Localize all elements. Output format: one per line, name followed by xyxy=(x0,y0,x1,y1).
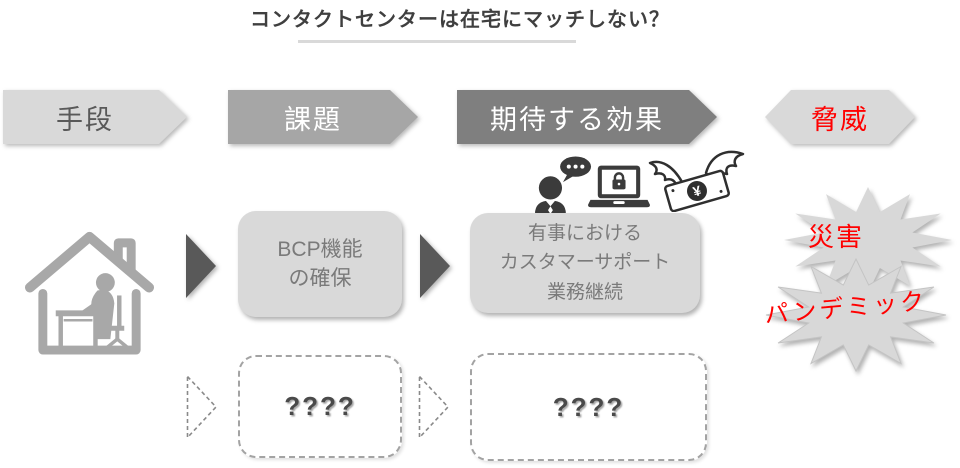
stage-header-means: 手段 xyxy=(3,90,187,144)
laptop-lock-icon xyxy=(588,165,650,208)
flying-money-icon: ¥ xyxy=(648,150,745,212)
flow-arrow-2 xyxy=(420,234,450,298)
stage-header-effect: 期待する効果 xyxy=(457,90,717,144)
effect-box-line3: 業務継続 xyxy=(546,281,623,303)
stage-header-threat-label: 脅威 xyxy=(811,104,869,135)
hidden-issue-box: ???? xyxy=(238,355,402,458)
stage-header-means-label: 手段 xyxy=(56,104,114,135)
work-from-home-house-icon xyxy=(24,231,155,355)
person-chat-icon xyxy=(534,156,592,214)
threat-burst-shapes xyxy=(765,187,952,373)
stage-header-issue: 課題 xyxy=(228,90,418,144)
hidden-issue-box-text: ???? xyxy=(284,391,356,421)
effect-box: 有事における カスタマーサポート 業務継続 xyxy=(470,213,700,313)
effect-box-line2: カスタマーサポート xyxy=(499,252,671,274)
issue-box-line2: の確保 xyxy=(288,267,352,290)
flow-arrow-1 xyxy=(186,234,216,298)
hidden-effect-box: ???? xyxy=(470,353,707,461)
dashed-arrow-2 xyxy=(418,375,450,439)
issue-box-line1: BCP機能 xyxy=(277,237,363,261)
effect-box-line1: 有事における xyxy=(527,222,642,244)
hidden-effect-box-text: ???? xyxy=(552,391,625,422)
stage-header-threat: 脅威 xyxy=(765,90,915,144)
stage-header-effect-label: 期待する効果 xyxy=(490,104,664,135)
title-underline xyxy=(298,40,576,43)
issue-box-bcp: BCP機能 の確保 xyxy=(238,211,402,317)
stage-header-issue-label: 課題 xyxy=(284,104,342,135)
page-title: コンタクトセンターは在宅にマッチしない？ xyxy=(250,9,670,31)
dashed-arrow-1 xyxy=(186,375,218,439)
threat-burst-disaster-label: 災害 xyxy=(808,222,865,252)
